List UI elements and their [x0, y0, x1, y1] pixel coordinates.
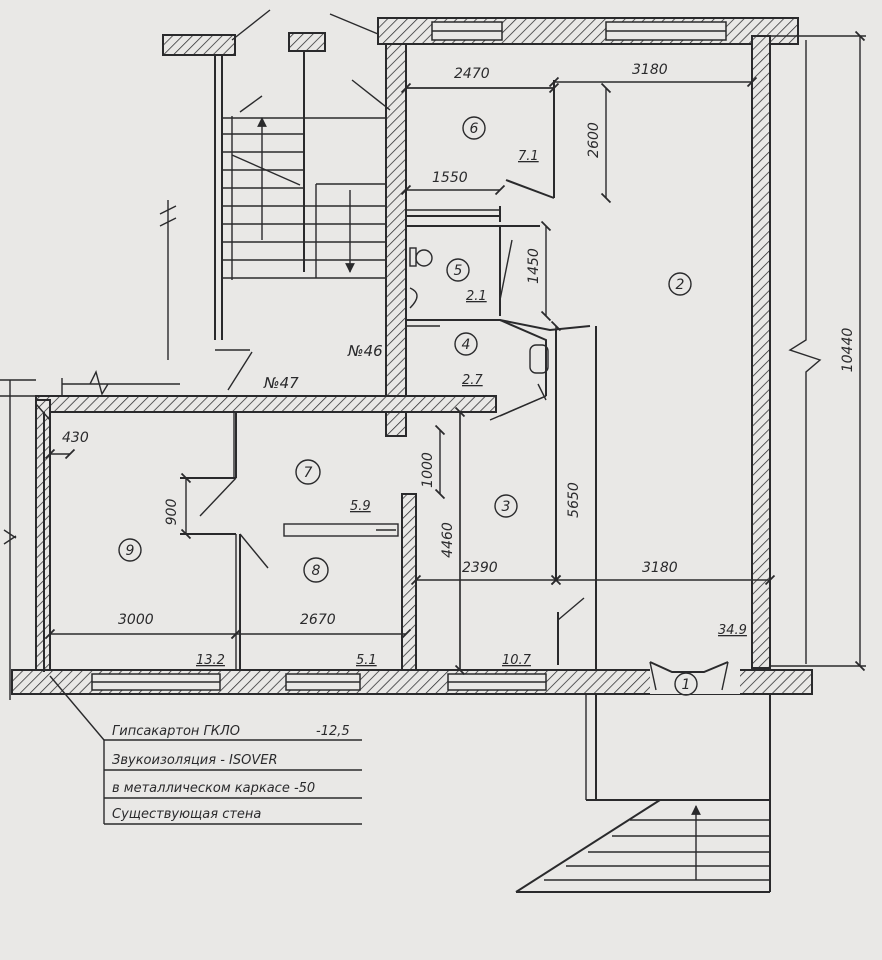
- room-number: 5: [454, 263, 463, 279]
- dimension-text: 3180: [642, 560, 678, 576]
- legend-value: -12,5: [316, 724, 350, 739]
- dimension-text: 2670: [300, 612, 336, 628]
- room-area: 2.7: [462, 373, 483, 388]
- legend-line-4: Существующая стена: [112, 807, 261, 822]
- partition-wall: [385, 43, 407, 437]
- dimension-text: 2390: [462, 560, 498, 576]
- apartment-label-47: №47: [263, 374, 299, 392]
- room-marker-2: [668, 272, 692, 296]
- apartment-label-46: №46: [347, 342, 383, 360]
- dimension-lines: [44, 30, 866, 676]
- room-marker-3: [494, 494, 518, 518]
- room-marker-9: [118, 538, 142, 562]
- room-number: 3: [502, 499, 511, 515]
- room-area: 34.9: [718, 623, 747, 638]
- dimension-text: 900: [164, 499, 180, 526]
- room-area: 2.1: [466, 289, 487, 304]
- dimension-text: 5650: [566, 482, 582, 518]
- room-number: 6: [470, 121, 479, 137]
- legend-line-3: в металлическом каркасе -50: [112, 781, 315, 796]
- dimension-text: 430: [62, 430, 89, 446]
- walls: [11, 17, 813, 695]
- dimension-text: 1450: [526, 248, 542, 284]
- legend-line-1: Гипсакартон ГКЛО: [112, 724, 240, 739]
- room-marker-4: [454, 332, 478, 356]
- room-markers: [118, 116, 698, 696]
- middle-wall: [35, 395, 497, 413]
- room-area: 5.1: [356, 653, 377, 668]
- dimension-text: 10440: [840, 328, 856, 373]
- dimension-text: 3180: [632, 62, 668, 78]
- wall-segment: [288, 32, 326, 52]
- room-area: 13.2: [196, 653, 225, 668]
- room-number: 9: [126, 543, 135, 559]
- room-number: 7: [304, 465, 313, 481]
- room-marker-5: [446, 258, 470, 282]
- dimension-text: 3000: [118, 612, 154, 628]
- dimension-text: 2470: [454, 66, 490, 82]
- legend-line-2: Звукоизоляция - ISOVER: [112, 753, 277, 768]
- partition-wall: [401, 493, 417, 671]
- dimension-text: 2600: [586, 122, 602, 158]
- legend: Гипсакартон ГКЛО -12,5 Звукоизоляция - I…: [49, 675, 362, 825]
- room-area: 10.7: [502, 653, 532, 668]
- interior-lines: [0, 9, 771, 893]
- room-number: 4: [462, 337, 471, 353]
- room-marker-6: [462, 116, 486, 140]
- room-number: 2: [676, 277, 685, 293]
- room-marker-8: [303, 557, 329, 583]
- room-number: 8: [312, 563, 321, 579]
- room-marker-1: [674, 672, 698, 696]
- room-area: 7.1: [518, 149, 539, 164]
- room-number: 1: [682, 677, 691, 693]
- dimension-text: 4460: [440, 522, 456, 558]
- wall-segment: [162, 34, 236, 56]
- dimension-text: 1550: [432, 170, 468, 186]
- room-area: 5.9: [350, 499, 371, 514]
- right-exterior-wall: [751, 35, 771, 669]
- dimension-text: 1000: [420, 452, 436, 488]
- room-marker-7: [295, 459, 321, 485]
